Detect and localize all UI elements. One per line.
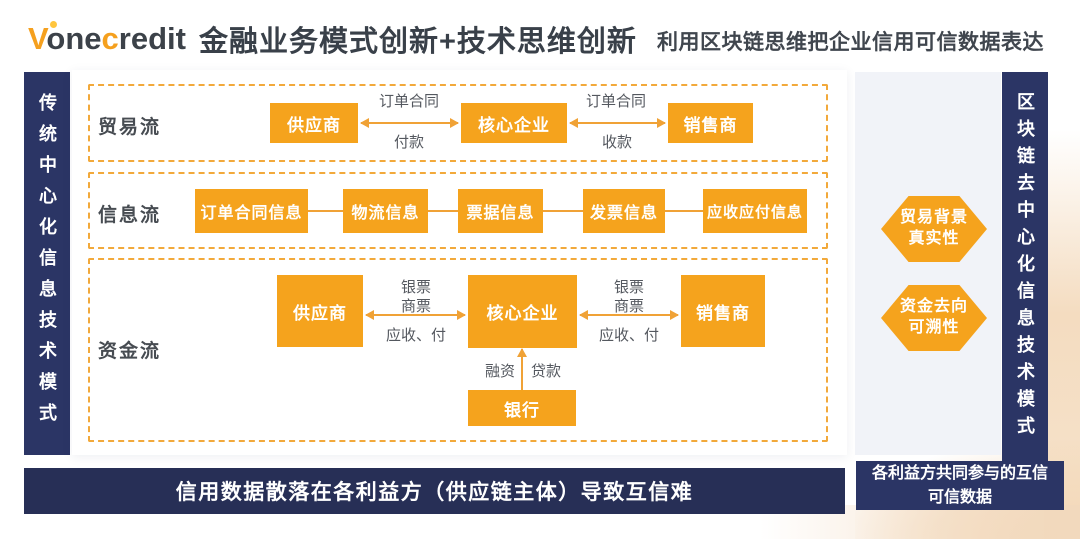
arrow-label-bank-bill: 银票	[400, 279, 431, 296]
info-box-logistics: 物流信息	[343, 189, 428, 233]
hexagon-label-line: 真实性	[908, 230, 960, 247]
capital-flow-label: 资金流	[98, 341, 162, 362]
double-arrow-core-seller	[569, 118, 666, 128]
info-box-invoice: 发票信息	[583, 189, 665, 233]
page-subtitle: 利用区块链思维把企业信用可信数据表达	[657, 31, 1044, 54]
page-title: 金融业务模式创新+技术思维创新	[199, 26, 637, 58]
connector-line	[428, 210, 458, 212]
double-arrow-supplier-core-capital	[365, 310, 466, 320]
trade-flow-row	[88, 84, 828, 162]
logo-part: redit	[118, 21, 186, 56]
arrow-label-receivable-pay: 应收、付	[385, 327, 446, 344]
right-sidebar-blockchain-mode: 区块链去中心化信息技术模式	[1002, 72, 1048, 462]
blockchain-benefit-panel	[855, 72, 1001, 455]
capital-flow-row	[88, 258, 828, 442]
trade-box-supplier: 供应商	[270, 103, 358, 143]
arrow-label-order-contract: 订单合同	[378, 93, 439, 110]
logo-part: V	[28, 21, 47, 56]
double-arrow-supplier-core	[360, 118, 459, 128]
company-logo: Vonecredit	[28, 21, 186, 57]
info-box-bill: 票据信息	[458, 189, 543, 233]
left-sidebar-traditional-mode: 传统中心化信息技术模式	[24, 72, 70, 455]
connector-line	[308, 210, 343, 212]
info-flow-label: 信息流	[98, 205, 162, 226]
arrow-label-payment: 付款	[393, 134, 424, 151]
arrow-label-receipt: 收款	[601, 134, 632, 151]
right-sidebar-label: 区块链去中心化信息技术模式	[1015, 91, 1035, 443]
arrow-label-commercial-bill: 商票	[613, 298, 644, 315]
arrow-label-loan: 贷款	[530, 363, 561, 380]
up-arrow-bank-core	[517, 348, 527, 390]
arrow-label-order-contract: 订单合同	[585, 93, 646, 110]
info-flow-row	[88, 172, 828, 249]
info-box-payables-receivables: 应收应付信息	[703, 189, 807, 233]
double-arrow-core-seller-capital	[579, 310, 679, 320]
logo-dot-icon	[50, 21, 57, 28]
capital-box-bank: 银行	[468, 390, 576, 426]
capital-box-core-enterprise: 核心企业	[468, 275, 577, 348]
footer-problem-statement: 信用数据散落在各利益方（供应链主体）导致互信难	[24, 468, 845, 514]
hexagon-label-line: 可溯性	[908, 319, 960, 336]
arrow-label-financing: 融资	[484, 363, 515, 380]
connector-line	[665, 210, 703, 212]
hexagon-label-line: 贸易背景	[899, 209, 968, 227]
trade-flow-label: 贸易流	[98, 117, 162, 138]
arrow-label-commercial-bill: 商票	[400, 298, 431, 315]
trade-box-core-enterprise: 核心企业	[461, 103, 567, 143]
left-sidebar-label: 传统中心化信息技术模式	[37, 93, 57, 434]
trade-box-seller: 销售商	[668, 103, 753, 143]
capital-box-seller: 销售商	[681, 275, 765, 347]
capital-box-supplier: 供应商	[277, 275, 363, 347]
logo-part: c	[101, 21, 119, 56]
arrow-label-receivable-pay: 应收、付	[598, 327, 659, 344]
hexagon-label-line: 资金去向	[899, 298, 968, 316]
connector-line	[543, 210, 583, 212]
footer-solution-statement: 各利益方共同参与的互信可信数据	[856, 461, 1064, 510]
arrow-label-bank-bill: 银票	[613, 279, 644, 296]
info-box-order-contract: 订单合同信息	[195, 189, 308, 233]
